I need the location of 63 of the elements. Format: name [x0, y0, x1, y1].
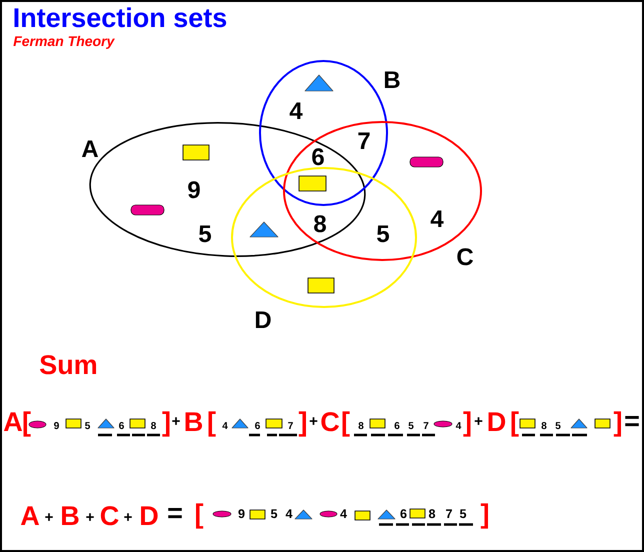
set-letter: D: [141, 506, 158, 525]
set-letter: B: [62, 506, 79, 525]
number: 8: [151, 422, 156, 430]
bracket: ]: [162, 411, 170, 437]
plus-sign: +: [310, 417, 318, 425]
number: 5: [556, 422, 561, 430]
region-number: 7: [358, 132, 370, 149]
set-letter: B: [186, 412, 202, 431]
plus-sign: +: [474, 417, 482, 425]
title: Intersection sets: [14, 7, 226, 28]
number: 6: [394, 422, 400, 430]
number: 7: [424, 422, 428, 429]
region-number: 6: [312, 148, 324, 166]
number: 4: [340, 509, 347, 518]
bracket: [: [24, 411, 31, 437]
set-label: B: [384, 72, 400, 88]
number: 6: [400, 509, 407, 518]
number: 7: [446, 509, 452, 518]
number: 8: [542, 422, 546, 430]
region-number: 4: [290, 102, 303, 119]
number: 4: [222, 422, 228, 429]
set-letter: C: [100, 506, 118, 526]
region-number: 9: [188, 181, 200, 198]
region-number: 5: [199, 226, 211, 242]
number: 4: [456, 422, 462, 429]
number: 7: [288, 422, 293, 429]
set-label: C: [457, 248, 474, 266]
number: 6: [119, 422, 124, 430]
set-label: D: [256, 312, 271, 328]
bracket: [: [342, 411, 350, 437]
plus-sign: +: [45, 513, 53, 521]
number: 9: [238, 509, 245, 518]
plus-sign: +: [124, 513, 132, 521]
bracket: ]: [463, 411, 470, 437]
number: 4: [286, 509, 292, 518]
region-number: 4: [430, 210, 444, 227]
set-letter: A: [20, 506, 40, 525]
bracket: [: [512, 411, 519, 437]
number: 5: [460, 509, 466, 518]
bracket: ]: [298, 411, 306, 437]
set-label: A: [82, 140, 98, 157]
number: 8: [358, 422, 364, 430]
region-number: 5: [377, 226, 389, 242]
bracket: ]: [614, 411, 621, 437]
equals-sign: =: [168, 508, 182, 518]
region-number: 8: [314, 215, 326, 232]
number: 9: [54, 422, 59, 430]
number: 8: [428, 509, 436, 518]
plus-sign: +: [172, 417, 180, 425]
bracket: ]: [480, 503, 488, 529]
plus-sign: +: [86, 513, 94, 521]
bracket: [: [208, 411, 216, 437]
set-letter: A: [4, 412, 22, 431]
number: 5: [408, 422, 414, 430]
number: 5: [270, 509, 278, 518]
number: 5: [85, 422, 90, 430]
heading: Sum: [40, 355, 96, 374]
bracket: [: [196, 503, 204, 529]
subtitle: Ferman Theory: [13, 36, 115, 49]
equals-sign: =: [625, 416, 639, 426]
set-letter: C: [321, 412, 340, 432]
number: 6: [255, 422, 260, 430]
set-letter: D: [488, 412, 506, 431]
